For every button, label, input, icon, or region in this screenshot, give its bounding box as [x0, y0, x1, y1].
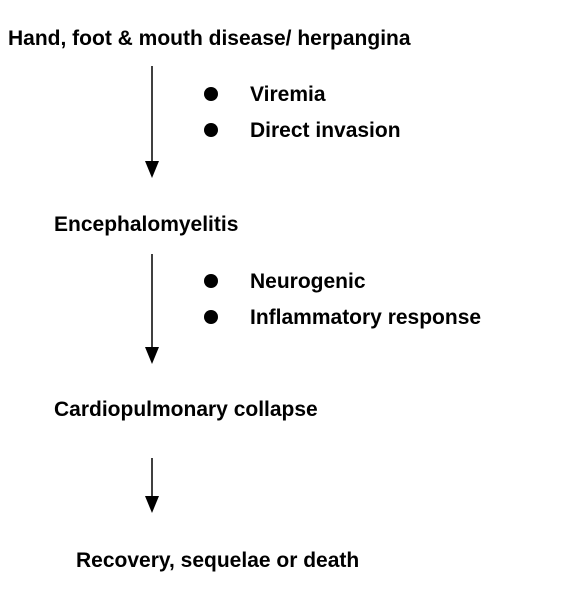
bullet-icon: [204, 274, 218, 288]
mechanism-label: Neurogenic: [250, 270, 366, 293]
mechanism-label: Viremia: [250, 83, 326, 106]
stage-outcome: Recovery, sequelae or death: [76, 549, 360, 572]
stage-hfmd: Hand, foot & mouth disease/ herpangina: [8, 27, 411, 50]
mechanism-label: Direct invasion: [250, 119, 401, 142]
arrow-2: [145, 254, 159, 364]
arrow-3: [145, 458, 159, 513]
stage-cardiopulmonary-collapse: Cardiopulmonary collapse: [54, 398, 318, 421]
arrow-1: [145, 66, 159, 178]
bullet-icon: [204, 123, 218, 137]
bullet-icon: [204, 310, 218, 324]
mechanism-label: Inflammatory response: [250, 306, 482, 329]
stage-encephalomyelitis: Encephalomyelitis: [54, 213, 239, 236]
bullet-icon: [204, 87, 218, 101]
